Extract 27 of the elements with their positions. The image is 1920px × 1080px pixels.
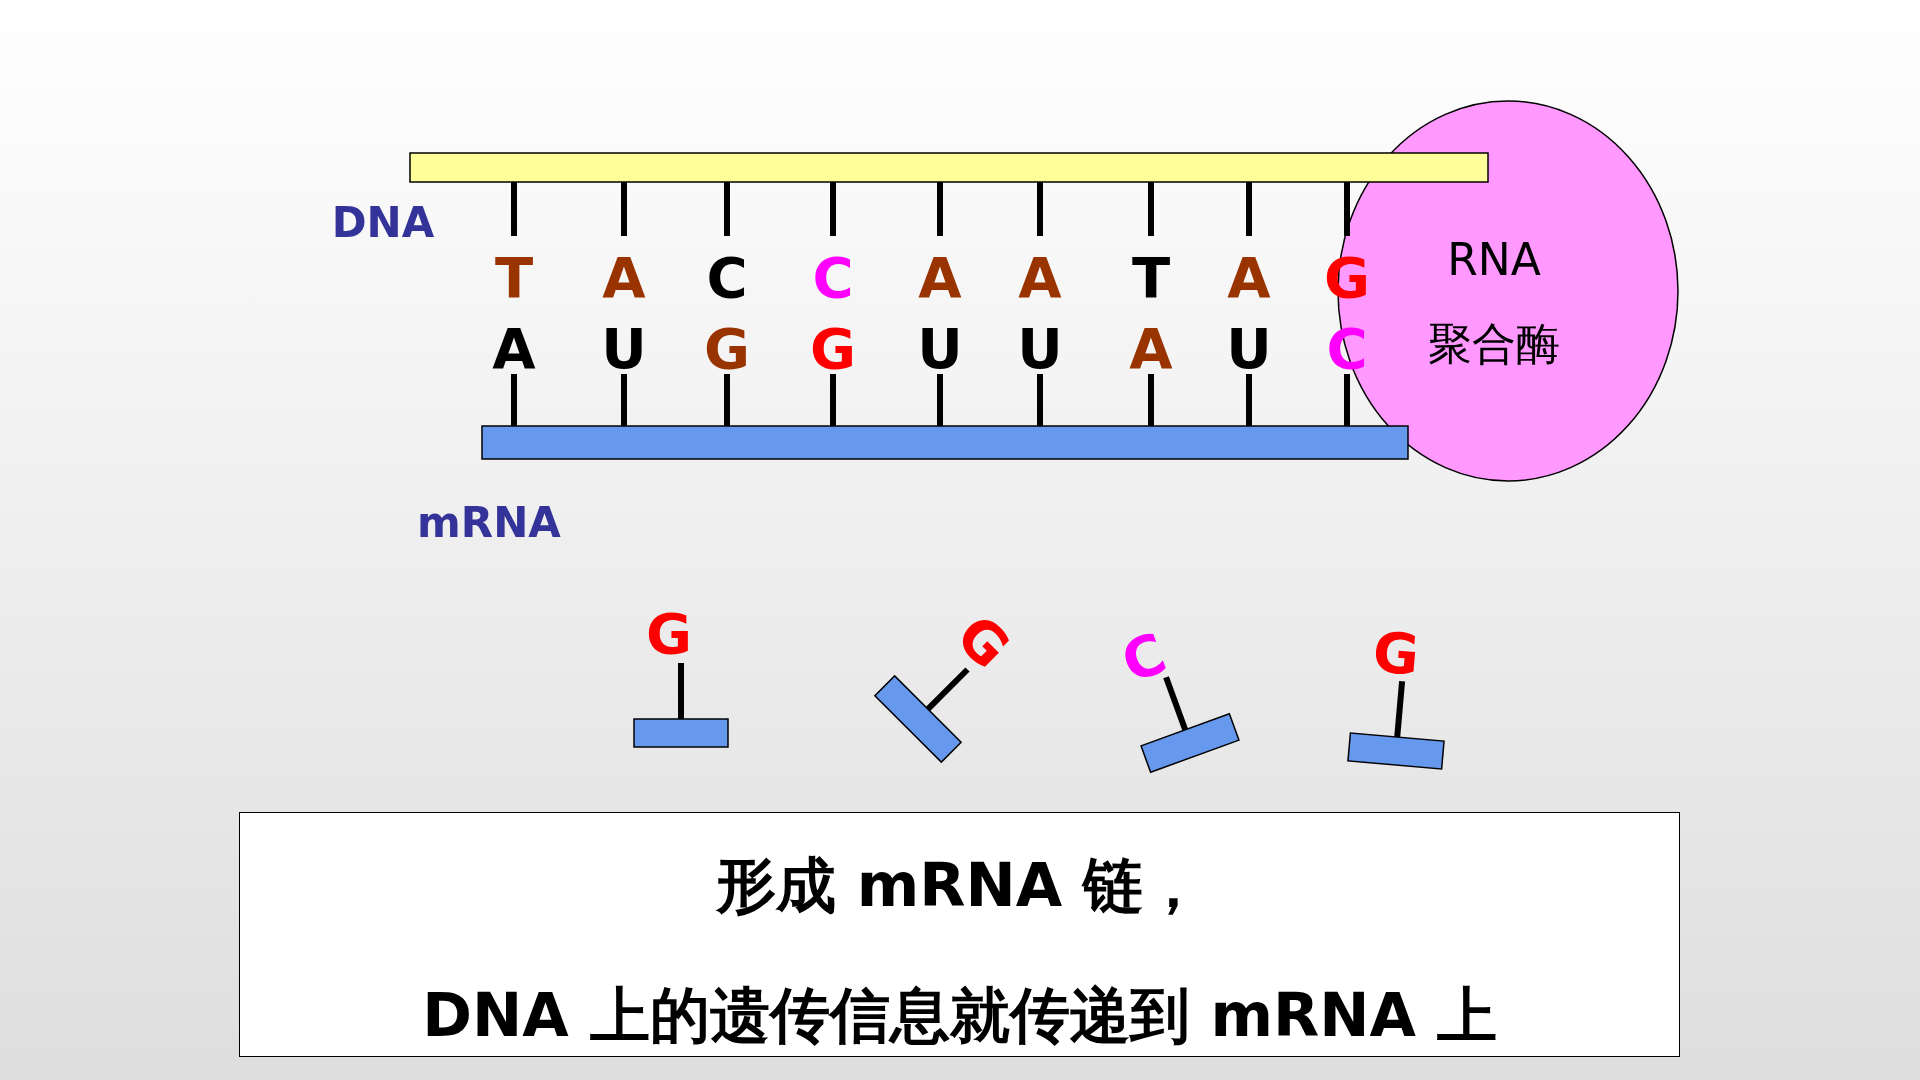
- statement-text: 形成 mRNA 链，: [714, 853, 1205, 917]
- base-letter: G: [703, 319, 751, 379]
- base-letter: C: [1325, 319, 1369, 379]
- statement-text: DNA 上的遗传信息就传递到 mRNA 上: [421, 983, 1498, 1047]
- strand-label: mRNA: [416, 497, 562, 549]
- base-letter: G: [943, 601, 1024, 683]
- text-box: [239, 812, 1680, 1057]
- base-letter: C: [811, 248, 855, 308]
- base-letter: U: [600, 319, 648, 379]
- base-letter: U: [916, 319, 964, 379]
- strand-label: DNA: [330, 197, 436, 249]
- base-letter: A: [601, 248, 647, 308]
- base-letter: T: [493, 248, 535, 308]
- base-letter: G: [809, 319, 857, 379]
- base-letter: U: [1016, 319, 1064, 379]
- base-letter: C: [705, 248, 749, 308]
- base-letter: T: [1130, 248, 1172, 308]
- enzyme-label: RNA 聚合酶: [1427, 233, 1561, 371]
- base-letter: A: [1128, 319, 1174, 379]
- base-letter: A: [917, 248, 963, 308]
- base-letter: A: [1017, 248, 1063, 308]
- base-letter: G: [1369, 621, 1423, 687]
- base-letter: A: [1226, 248, 1272, 308]
- base-letter: C: [1112, 619, 1176, 697]
- base-letter: U: [1225, 319, 1273, 379]
- base-letter: G: [645, 604, 693, 664]
- base-letter: A: [491, 319, 537, 379]
